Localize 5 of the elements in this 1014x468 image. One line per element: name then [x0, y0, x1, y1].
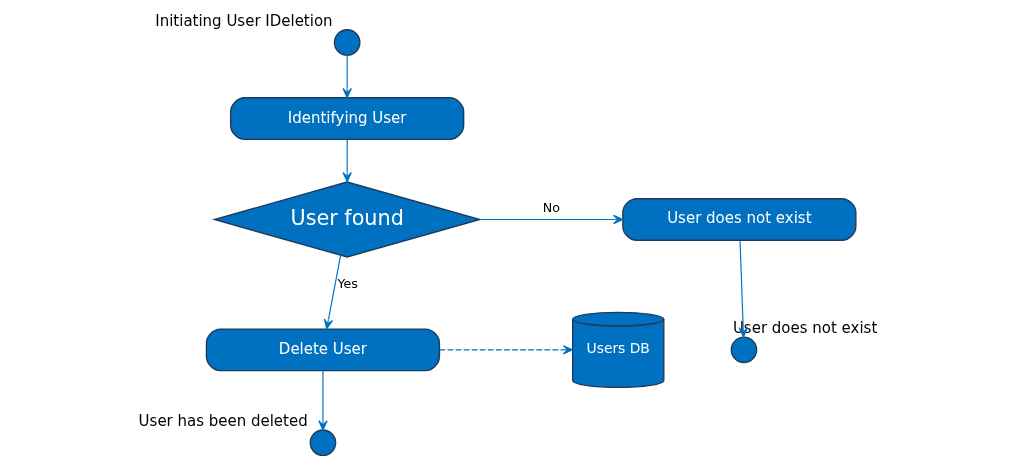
node-label: Initiating User IDeletion — [154, 11, 333, 30]
edge-label: No — [542, 199, 560, 215]
edge-label: Yes — [337, 275, 358, 291]
node-label: User does not exist — [732, 318, 877, 337]
node-label: User has been deleted — [138, 411, 308, 430]
